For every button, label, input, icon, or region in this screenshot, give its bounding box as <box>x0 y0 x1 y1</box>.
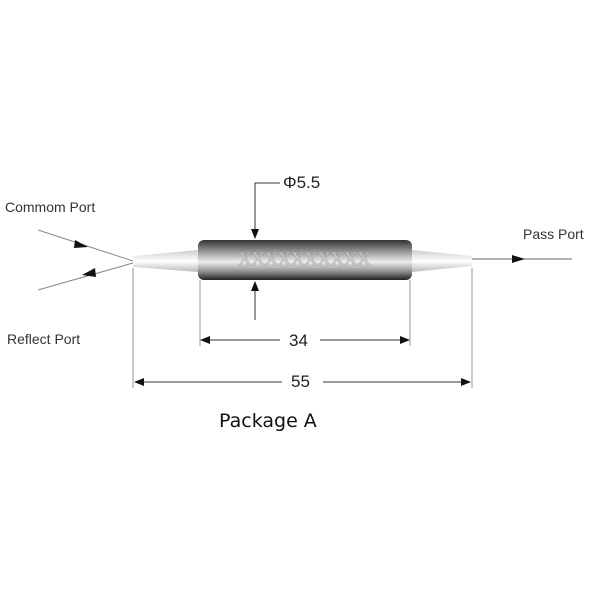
caption: Package A <box>219 410 317 432</box>
reflect-port-label: Reflect Port <box>7 331 81 347</box>
arrow-icon <box>74 240 88 248</box>
common-port-fiber <box>37 229 134 262</box>
common-port-label: Commom Port <box>5 199 96 215</box>
pass-port-label: Pass Port <box>523 226 584 242</box>
arrow-icon <box>82 268 96 277</box>
body-length-dimension <box>199 280 411 346</box>
arrow-icon <box>512 255 525 263</box>
diameter-label: Φ5.5 <box>283 173 321 192</box>
total-length-dimension <box>132 268 473 388</box>
left-taper <box>133 250 198 272</box>
diameter-dimension <box>251 182 280 320</box>
reflect-port-fiber <box>37 262 134 291</box>
pass-port-fiber <box>472 255 572 263</box>
device-body <box>198 240 412 280</box>
right-taper <box>412 250 472 272</box>
body-marking: XXXXXXXXXX <box>238 249 371 270</box>
total-length-label: 55 <box>291 372 310 391</box>
body-length-label: 34 <box>289 331 308 350</box>
